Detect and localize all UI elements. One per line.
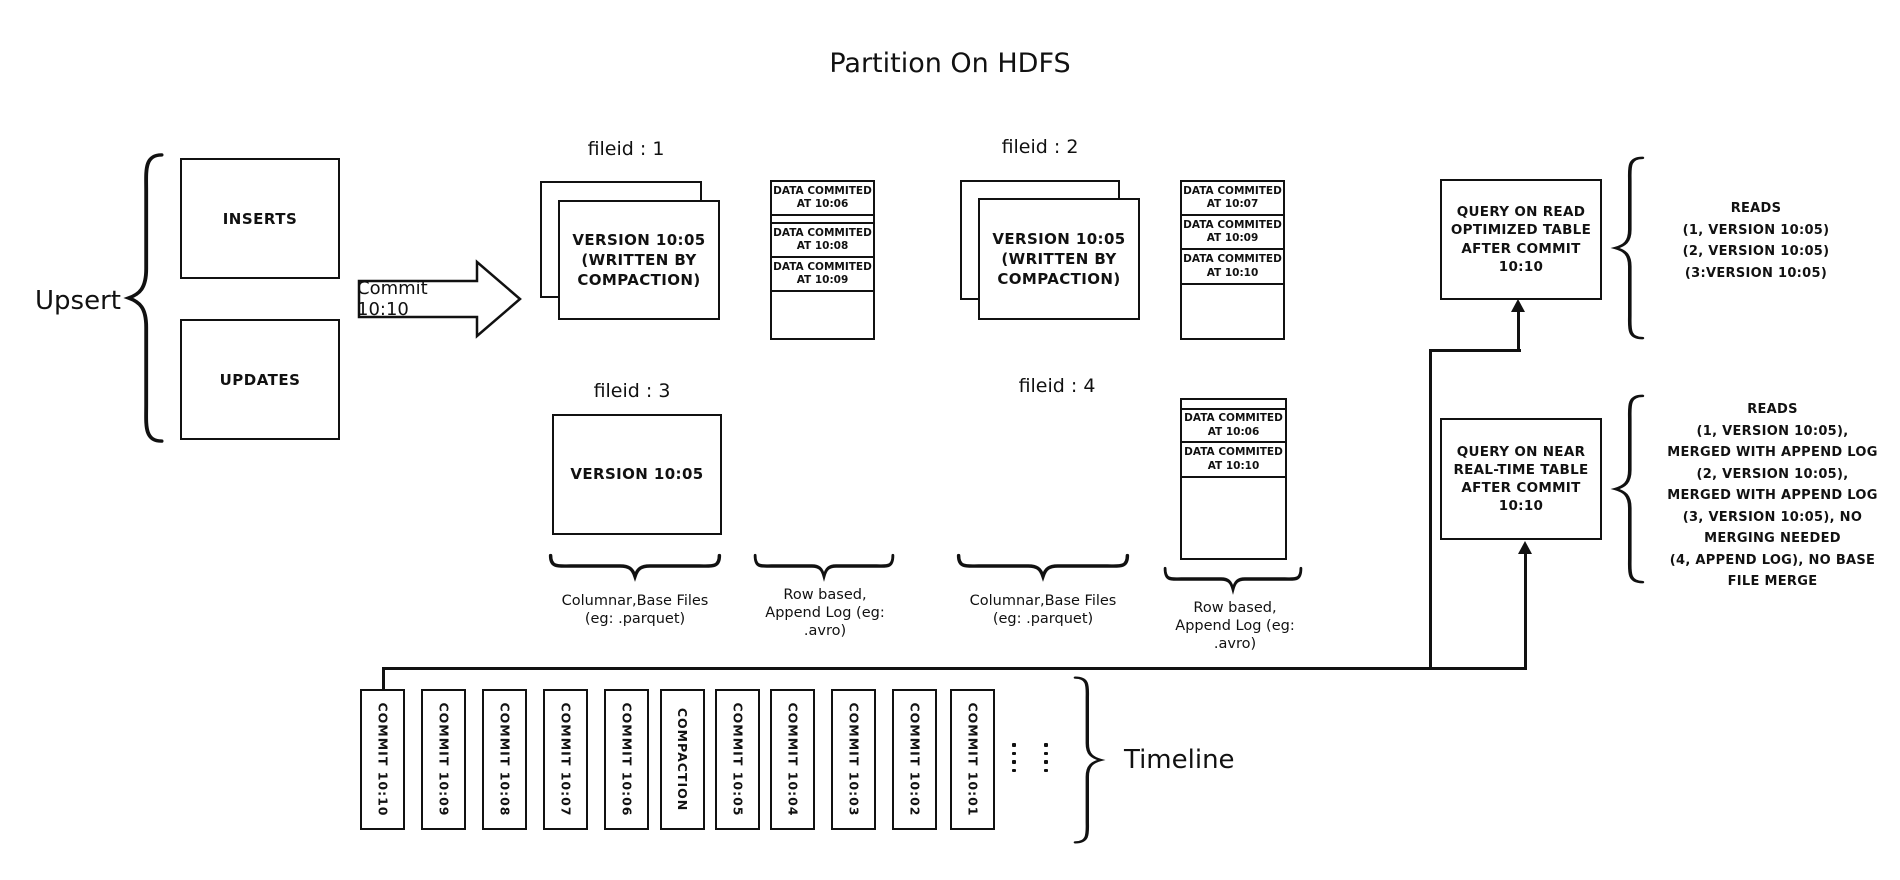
query1-branch-horizontal-line xyxy=(1429,349,1521,352)
log-cell: DATA COMMITED AT 10:10 xyxy=(1182,250,1283,285)
log-cell: DATA COMMITED AT 10:06 xyxy=(772,182,873,216)
row-based-underbrace-1 xyxy=(753,553,895,582)
query2-arrowhead-icon xyxy=(1518,541,1532,554)
base-file-text: VERSION 10:05 xyxy=(572,230,706,249)
updates-box: UPDATES xyxy=(180,319,340,440)
upsert-left-brace xyxy=(123,153,164,443)
timeline-commit-box: COMMIT 10:09 xyxy=(421,689,466,830)
fileid-1-append-log: DATA COMMITED AT 10:06 DATA COMMITED AT … xyxy=(770,180,875,340)
upsert-label: Upsert xyxy=(35,286,121,316)
timeline-to-queries-line xyxy=(382,667,1527,670)
fileid-2-label: fileid : 2 xyxy=(1001,136,1079,158)
query1-arrowhead-icon xyxy=(1511,299,1525,312)
row-based-legend-2: Row based, Append Log (eg: .avro) xyxy=(1175,600,1295,653)
timeline-commit-box: COMMIT 10:06 xyxy=(604,689,649,830)
timeline-commit-box: COMMIT 10:07 xyxy=(543,689,588,830)
commit-arrow-shape xyxy=(357,259,522,339)
log-cell: DATA COMMITED AT 10:09 xyxy=(1182,216,1283,250)
reads-brace-2 xyxy=(1610,394,1645,584)
base-file-text: VERSION 10:05 xyxy=(992,229,1126,248)
fileid-2-append-log: DATA COMMITED AT 10:07 DATA COMMITED AT … xyxy=(1180,180,1285,340)
fileid-3-base-file: VERSION 10:05 xyxy=(552,414,722,535)
timeline-ellipsis-icon xyxy=(1012,743,1016,772)
fileid-2-base-file: VERSION 10:05 (WRITTEN BY COMPACTION) xyxy=(978,198,1140,320)
base-file-text: COMPACTION) xyxy=(577,271,701,290)
columnar-underbrace-2 xyxy=(956,553,1130,582)
reads-brace-1 xyxy=(1610,156,1645,340)
log-cell: DATA COMMITED AT 10:09 xyxy=(772,258,873,292)
query1-arrow-line xyxy=(1517,310,1520,352)
commit-arrow-label: Commit 10:10 xyxy=(357,278,428,320)
query-near-real-time-box: QUERY ON NEAR REAL-TIME TABLE AFTER COMM… xyxy=(1440,418,1602,540)
query-read-optimized-box: QUERY ON READ OPTIMIZED TABLE AFTER COMM… xyxy=(1440,179,1602,300)
fileid-1-label: fileid : 1 xyxy=(587,138,665,160)
columnar-underbrace-1 xyxy=(548,553,722,582)
row-based-underbrace-2 xyxy=(1163,566,1303,595)
log-spacer xyxy=(772,216,873,224)
reads-annotation-1: READS (1, VERSION 10:05) (2, VERSION 10:… xyxy=(1682,201,1830,281)
timeline-commit-box: COMMIT 10:01 xyxy=(950,689,995,830)
query1-branch-vertical-line xyxy=(1429,349,1432,669)
columnar-legend-2: Columnar,Base Files (eg: .parquet) xyxy=(969,593,1117,628)
updates-label: UPDATES xyxy=(219,370,301,389)
fileid-1-base-file: VERSION 10:05 (WRITTEN BY COMPACTION) xyxy=(558,200,720,320)
fileid-4-append-log: DATA COMMITED AT 10:06 DATA COMMITED AT … xyxy=(1180,398,1287,560)
log-spacer xyxy=(1182,400,1285,410)
base-file-text: (WRITTEN BY xyxy=(1001,249,1117,268)
log-cell: DATA COMMITED AT 10:07 xyxy=(1182,182,1283,216)
reads-annotation-2: READS (1, VERSION 10:05), MERGED WITH AP… xyxy=(1667,402,1878,589)
log-cell: DATA COMMITED AT 10:08 xyxy=(772,224,873,258)
timeline-compaction-box: COMPACTION xyxy=(660,689,705,830)
log-empty-space xyxy=(1182,478,1285,558)
base-file-text: (WRITTEN BY xyxy=(581,250,697,269)
timeline-brace xyxy=(1073,676,1106,844)
fileid-3-label: fileid : 3 xyxy=(593,380,671,402)
timeline-connector-line xyxy=(382,667,385,691)
base-file-text: VERSION 10:05 xyxy=(570,465,704,484)
columnar-legend-1: Columnar,Base Files (eg: .parquet) xyxy=(561,593,709,628)
timeline-commit-box: COMMIT 10:05 xyxy=(715,689,760,830)
commit-arrow: Commit 10:10 xyxy=(357,259,523,339)
timeline-label: Timeline xyxy=(1124,745,1235,775)
log-empty-space xyxy=(1182,285,1283,338)
query2-arrow-line xyxy=(1524,552,1527,669)
timeline-commit-box: COMMIT 10:02 xyxy=(892,689,937,830)
inserts-box: INSERTS xyxy=(180,158,340,279)
diagram-title: Partition On HDFS xyxy=(829,48,1071,79)
log-cell: DATA COMMITED AT 10:06 xyxy=(1182,410,1285,443)
inserts-label: INSERTS xyxy=(222,209,298,228)
timeline-commit-box: COMMIT 10:03 xyxy=(831,689,876,830)
timeline-commit-box: COMMIT 10:08 xyxy=(482,689,527,830)
fileid-4-label: fileid : 4 xyxy=(1018,375,1096,397)
log-empty-space xyxy=(772,292,873,338)
row-based-legend-1: Row based, Append Log (eg: .avro) xyxy=(765,587,885,640)
timeline-commit-box: COMMIT 10:10 xyxy=(360,689,405,830)
timeline-commit-box: COMMIT 10:04 xyxy=(770,689,815,830)
base-file-text: COMPACTION) xyxy=(997,270,1121,289)
log-cell: DATA COMMITED AT 10:10 xyxy=(1182,443,1285,478)
timeline-ellipsis-icon xyxy=(1044,743,1048,772)
